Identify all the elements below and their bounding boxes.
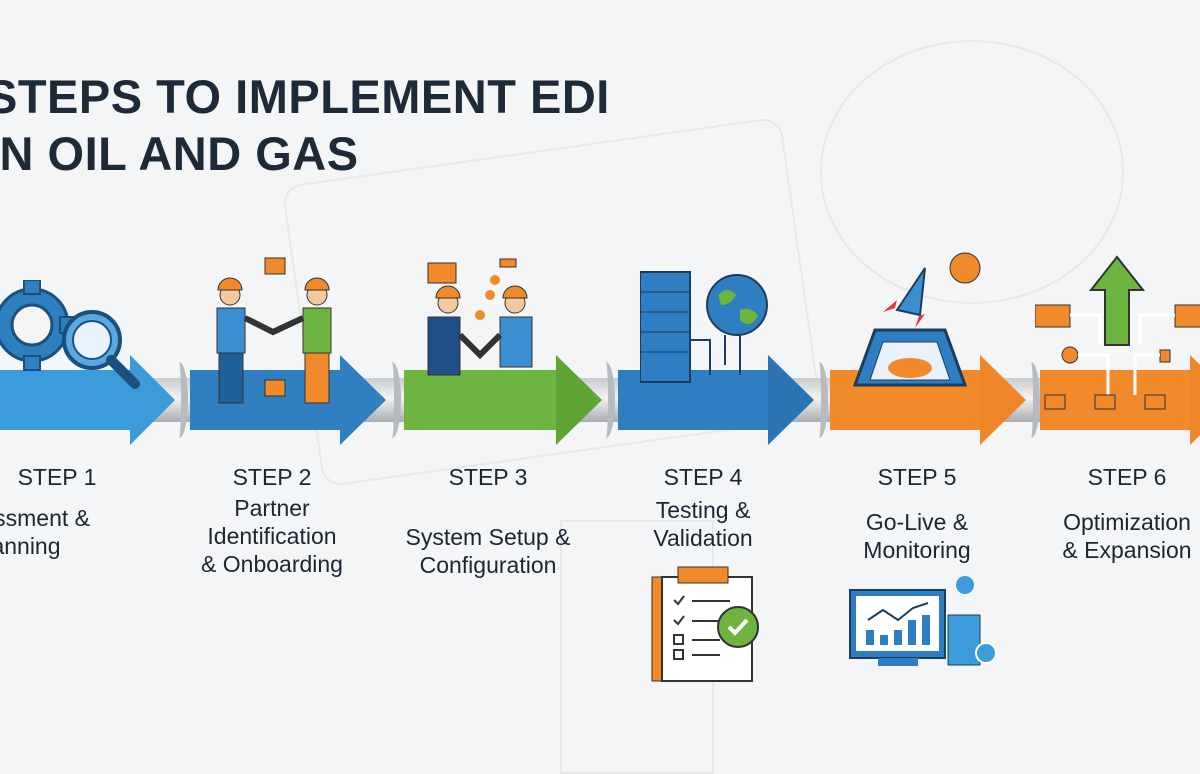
background-pump-sketch bbox=[820, 40, 1124, 304]
step-4-label: STEP 4 bbox=[663, 464, 743, 490]
step-6: STEP 6 Optimization & Expansion bbox=[1027, 462, 1200, 564]
checklist-icon bbox=[651, 566, 759, 682]
step-5-desc-line: Monitoring bbox=[863, 537, 971, 563]
step-2: STEP 2 Partner Identification & Onboardi… bbox=[172, 462, 372, 578]
step-3-desc-line: System Setup & bbox=[405, 524, 571, 550]
step-2-description: Partner Identification & Onboarding bbox=[172, 494, 372, 578]
step-4-desc-line: Validation bbox=[653, 525, 753, 551]
step-5-label: STEP 5 bbox=[877, 464, 957, 490]
step-2-label: STEP 2 bbox=[232, 464, 312, 490]
step-2-desc-line: Identification bbox=[207, 523, 337, 549]
monitoring-dashboard-icon bbox=[849, 576, 997, 666]
step-5: STEP 5 Go-Live & Monitoring bbox=[817, 462, 1017, 564]
step-5-description: Go-Live & Monitoring bbox=[817, 508, 1017, 564]
step-4: STEP 4 Testing & Validation bbox=[603, 462, 803, 552]
page-title: STEPS TO IMPLEMENT EDI IN OIL AND GAS bbox=[0, 68, 610, 182]
step-6-label: STEP 6 bbox=[1087, 464, 1167, 490]
step-5-desc-line: Go-Live & bbox=[865, 509, 969, 535]
step-1-arrow bbox=[0, 355, 175, 445]
rocket-launch-icon bbox=[852, 252, 981, 387]
step-4-desc-line: Testing & bbox=[655, 497, 751, 523]
gear-magnifier-icon bbox=[0, 280, 140, 389]
step-3-description: System Setup & Configuration bbox=[388, 523, 588, 579]
growth-network-icon bbox=[1035, 255, 1200, 410]
step-6-desc-line: Optimization bbox=[1063, 509, 1191, 535]
step-6-arrow bbox=[1040, 355, 1200, 445]
step-4-arrow bbox=[618, 355, 818, 445]
pipe-flange bbox=[383, 362, 401, 438]
workers-collaboration-icon bbox=[427, 258, 533, 376]
step-6-desc-line: & Expansion bbox=[1062, 537, 1192, 563]
step-3: STEP 3 System Setup & Configuration bbox=[388, 462, 588, 579]
step-1-label: STEP 1 bbox=[17, 464, 97, 490]
step-1-desc-line: Planning bbox=[0, 533, 61, 559]
pipe-flange bbox=[597, 362, 615, 438]
step-2-desc-line: & Onboarding bbox=[201, 551, 343, 577]
server-globe-icon bbox=[640, 271, 768, 383]
step-3-desc-line: Configuration bbox=[419, 552, 557, 578]
step-3-arrow bbox=[404, 355, 604, 445]
pipe-flange bbox=[810, 362, 828, 438]
step-2-desc-line: Partner bbox=[234, 495, 310, 521]
pipe-flange bbox=[1022, 362, 1040, 438]
step-1-description: Assessment & Planning bbox=[0, 504, 157, 560]
handshake-workers-icon bbox=[216, 257, 332, 404]
title-line-1: STEPS TO IMPLEMENT EDI bbox=[0, 70, 610, 123]
step-1: STEP 1 Assessment & Planning bbox=[0, 462, 157, 560]
pipe-flange bbox=[170, 362, 188, 438]
step-3-label: STEP 3 bbox=[448, 464, 528, 490]
title-line-2: IN OIL AND GAS bbox=[0, 127, 359, 180]
step-1-desc-line: Assessment & bbox=[0, 505, 90, 531]
step-4-description: Testing & Validation bbox=[603, 496, 803, 552]
step-6-description: Optimization & Expansion bbox=[1027, 508, 1200, 564]
